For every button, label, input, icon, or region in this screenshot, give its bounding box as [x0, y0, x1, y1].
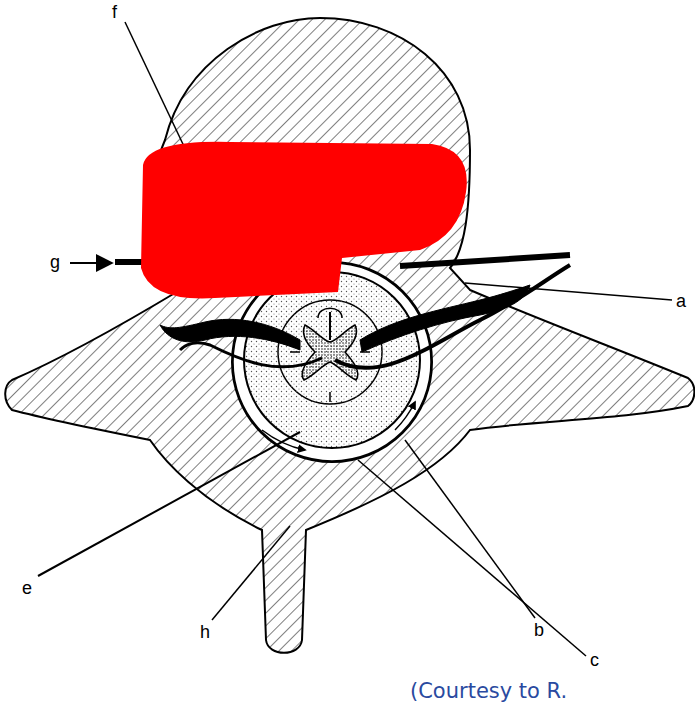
leader-line [465, 283, 672, 300]
vertebra-bone [5, 18, 694, 653]
callout-letter: h [200, 622, 210, 642]
pointer-arrow [70, 262, 112, 264]
callout-letter: b [534, 620, 544, 640]
callout-letter: e [22, 578, 32, 598]
nerve-root [360, 285, 530, 352]
nerve-root [160, 319, 300, 350]
nerve-root [335, 265, 570, 368]
leader-line [38, 432, 300, 576]
spinal-cord [278, 300, 382, 404]
dural-sac [244, 272, 420, 448]
cord-tick [290, 352, 370, 402]
leader-line [358, 460, 586, 656]
nerve-root [180, 343, 322, 367]
callout-letter: a [676, 291, 686, 311]
leader-line [405, 440, 535, 618]
leader-lines [38, 22, 672, 656]
leader-line [212, 526, 290, 620]
fissure-mark [318, 308, 342, 318]
callout-letter: g [50, 252, 60, 272]
callout-letter: f [112, 2, 117, 22]
cord-white-matter [278, 300, 382, 404]
median-fissure [329, 312, 331, 340]
ring-arrow [395, 402, 415, 430]
callout-letter: c [590, 650, 599, 670]
caption: (Courtesy to R. [410, 678, 567, 704]
red-overpaint [141, 142, 467, 299]
